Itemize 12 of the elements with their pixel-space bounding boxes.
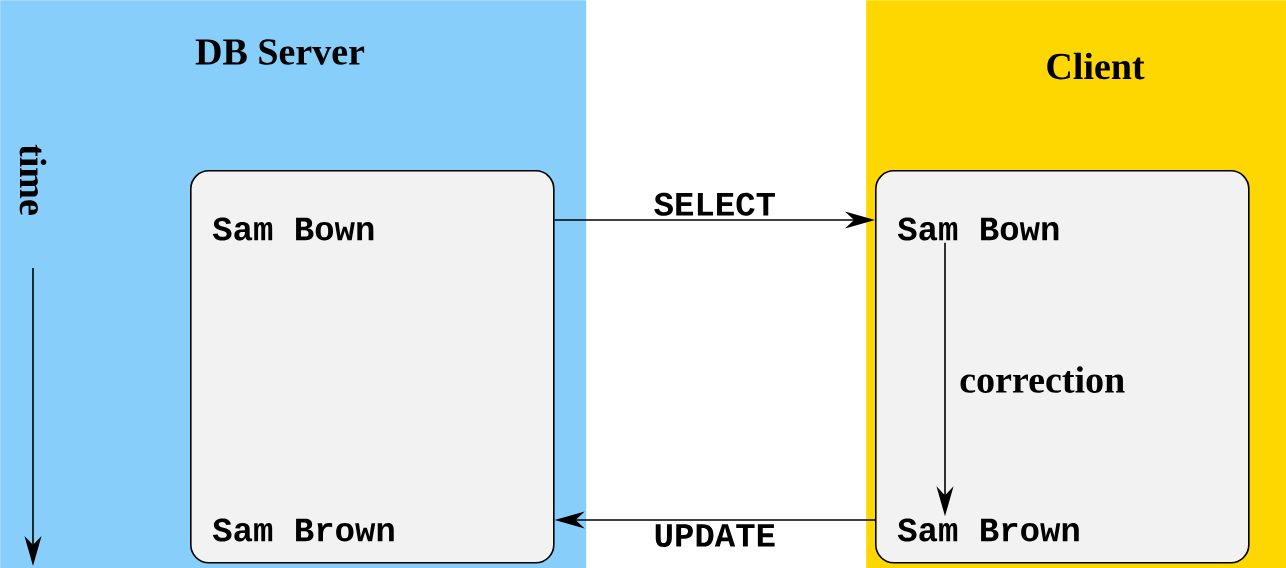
edge-label: correction — [960, 366, 1125, 393]
edge-label: SELECT — [654, 192, 775, 216]
edge-label: UPDATE — [655, 524, 775, 547]
panel-title: Client — [1047, 52, 1145, 80]
record-text: Sam Bown — [212, 217, 374, 241]
record-text: Sam Brown — [897, 518, 1079, 542]
record-text: Sam Bown — [897, 217, 1059, 241]
axis-label: time — [19, 144, 47, 215]
panel-title: DB Server — [195, 39, 365, 65]
record-text: Sam Brown — [212, 518, 394, 542]
record-box — [875, 170, 1250, 564]
record-box — [190, 170, 555, 564]
